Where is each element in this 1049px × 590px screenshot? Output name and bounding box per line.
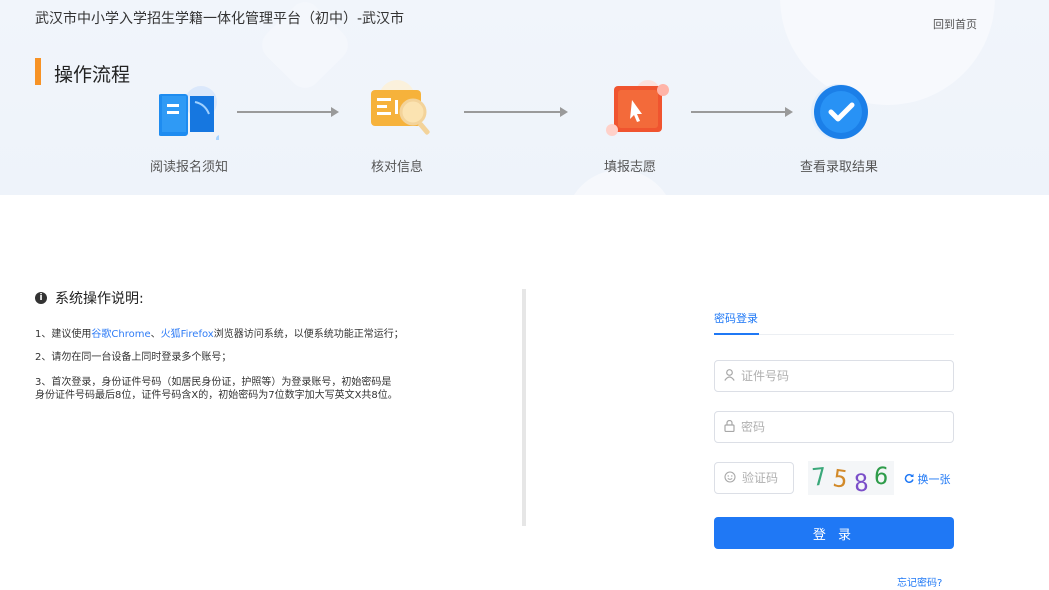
forgot-password-link[interactable]: 忘记密码? — [897, 578, 943, 589]
step-label: 阅读报名须知 — [149, 160, 228, 175]
refresh-captcha-button[interactable]: 换一张 — [904, 471, 951, 487]
instruction-line-2: 2、请勿在同一台设备上同时登录多个账号； — [35, 352, 232, 363]
flow-arrow — [464, 107, 568, 117]
step-label: 查看录取结果 — [799, 160, 878, 175]
instructions-title-text: 系统操作说明: — [55, 291, 144, 307]
home-link[interactable]: 回到首页 — [933, 18, 977, 31]
captcha-image[interactable]: 7 5 8 6 — [808, 461, 894, 498]
step-view-result: 查看录取结果 — [779, 80, 899, 175]
smile-icon — [724, 470, 736, 486]
flow-arrow — [237, 107, 339, 117]
tab-password-login[interactable]: 密码登录 — [714, 312, 758, 325]
login-button[interactable]: 登 录 — [714, 517, 954, 549]
section-marker — [35, 58, 41, 85]
instruction-text: 1、建议使用 — [35, 329, 92, 340]
instruction-text: 身份证件号码最后8位，证件号码含X的，初始密码为7位数字加大写英文X共8位。 — [35, 390, 398, 401]
check-circle-icon — [809, 80, 869, 140]
lock-icon — [724, 419, 735, 435]
captcha-digit: 6 — [872, 461, 890, 491]
refresh-label: 换一张 — [917, 473, 951, 486]
step-label: 核对信息 — [370, 160, 423, 175]
site-title: 武汉市中小学入学招生学籍一体化管理平台（初中）-武汉市 — [35, 11, 405, 27]
tab-active-indicator — [714, 333, 759, 335]
process-title: 操作流程 — [54, 64, 131, 86]
tab-divider — [714, 334, 954, 335]
chrome-link[interactable]: 谷歌Chrome — [91, 329, 151, 340]
instruction-line-3: 3、首次登录，身份证件号码（如居民身份证，护照等）为登录账号，初始密码是 身份证… — [35, 376, 445, 402]
instruction-text: 浏览器访问系统，以便系统功能正常运行； — [213, 329, 404, 340]
instruction-text: 3、首次登录，身份证件号码（如居民身份证，护照等）为登录账号，初始密码是 — [35, 377, 392, 388]
captcha-digit: 8 — [853, 468, 870, 498]
user-icon — [724, 368, 735, 384]
flow-arrow — [691, 107, 793, 117]
captcha-digit: 7 — [810, 462, 828, 492]
search-document-icon — [367, 80, 430, 140]
password-input[interactable] — [739, 419, 923, 435]
captcha-input[interactable] — [740, 470, 792, 486]
info-icon: i — [35, 292, 47, 304]
instruction-line-1: 1、建议使用谷歌Chrome、火狐Firefox浏览器访问系统，以便系统功能正常… — [35, 328, 445, 341]
step-fill-choices: 填报志愿 — [570, 80, 690, 175]
step-verify-info: 核对信息 — [337, 80, 457, 175]
book-icon — [158, 80, 224, 143]
process-banner: 武汉市中小学入学招生学籍一体化管理平台（初中）-武汉市 回到首页 操作流程 阅读… — [0, 0, 1049, 195]
refresh-icon — [904, 473, 918, 486]
firefox-link[interactable]: 火狐Firefox — [160, 329, 214, 340]
instructions-title: i 系统操作说明: — [35, 288, 144, 308]
captcha-field[interactable] — [714, 462, 794, 494]
step-read-notice: 阅读报名须知 — [129, 80, 249, 175]
cursor-form-icon — [600, 80, 669, 140]
id-number-input[interactable] — [739, 368, 923, 384]
id-number-field[interactable] — [714, 360, 954, 392]
separator: 、 — [150, 329, 161, 340]
vertical-divider — [522, 289, 526, 526]
password-field[interactable] — [714, 411, 954, 443]
captcha-digit: 5 — [831, 464, 850, 494]
step-label: 填报志愿 — [603, 160, 656, 175]
